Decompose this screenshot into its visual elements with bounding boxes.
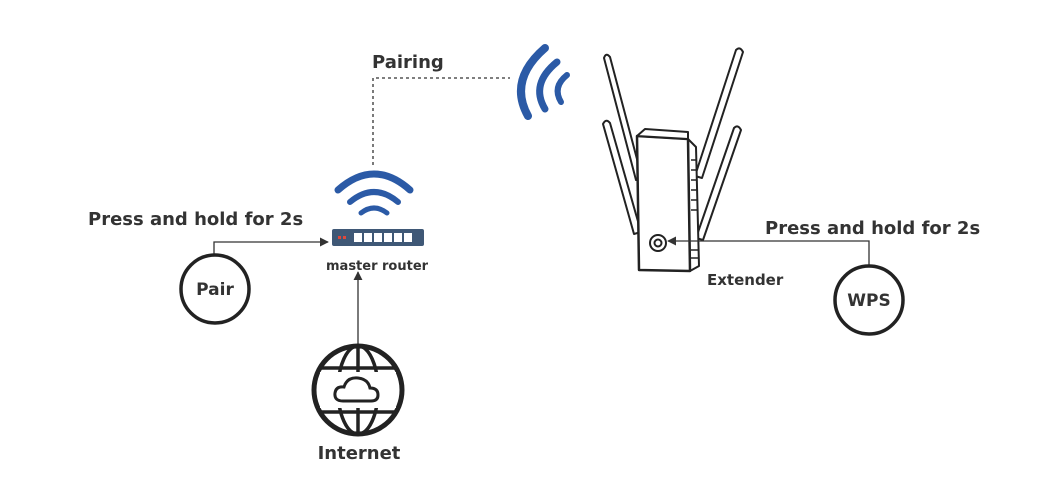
- master-router-device: [332, 229, 424, 246]
- press-hold-right-label: Press and hold for 2s: [765, 218, 980, 239]
- wireless-signal-icon: [517, 44, 570, 120]
- internet-globe-icon: [311, 343, 405, 437]
- press-hold-left-label: Press and hold for 2s: [88, 209, 303, 230]
- router-wifi-icon: [334, 170, 414, 216]
- wps-button-label: WPS: [847, 291, 890, 311]
- pair-to-router-arrow: [213, 237, 329, 258]
- router-ports: [354, 233, 412, 242]
- pairing-dashed-line: [372, 77, 510, 165]
- router-led: [338, 236, 341, 239]
- master-router-label: master router: [326, 259, 429, 274]
- cloud-icon: [333, 376, 380, 403]
- pair-button-label: Pair: [196, 280, 234, 300]
- wps-button[interactable]: [833, 264, 905, 336]
- extender-device: [602, 47, 744, 273]
- internet-label: Internet: [318, 443, 401, 464]
- pairing-label: Pairing: [372, 52, 444, 73]
- pair-button[interactable]: [179, 253, 251, 325]
- extender-label: Extender: [707, 271, 784, 289]
- wps-to-extender-arrow: [667, 236, 870, 265]
